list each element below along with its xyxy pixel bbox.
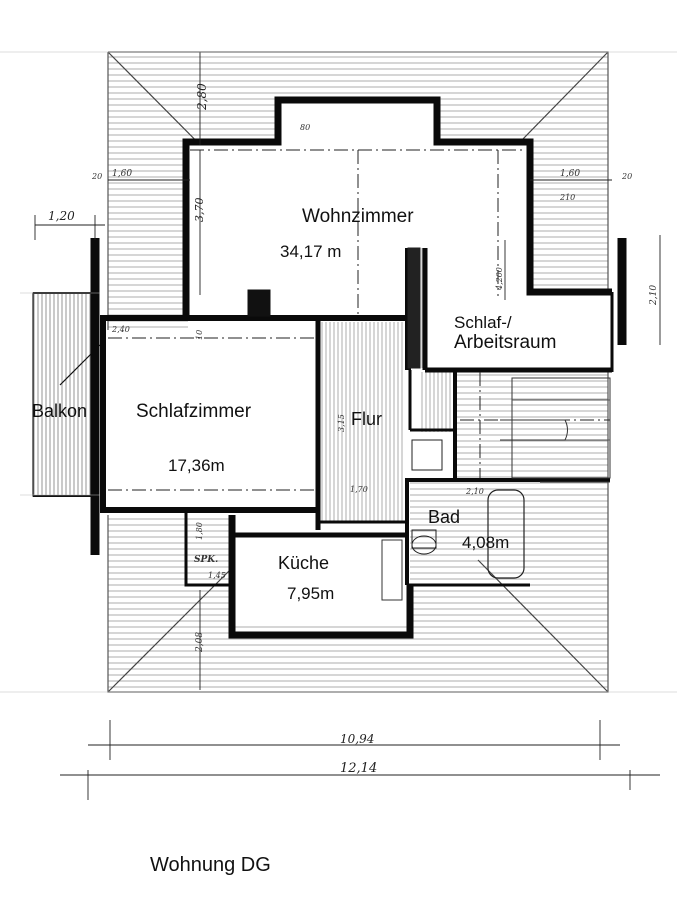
balcony bbox=[32, 292, 101, 497]
plan-caption: Wohnung DG bbox=[150, 854, 271, 876]
dim-schlaf-side: 2,40 bbox=[112, 325, 130, 334]
dim-small-20-left: 20 bbox=[92, 172, 103, 181]
dim-small-10: 10 bbox=[195, 329, 204, 340]
dim-right-width: 210 bbox=[560, 193, 576, 202]
dim-wall-2: 4,200 bbox=[495, 267, 504, 290]
dim-small-20-right: 20 bbox=[622, 172, 633, 181]
dim-kueche-side: 1,45 bbox=[208, 571, 226, 580]
area-label-schlafzimmer: 17,36m bbox=[168, 456, 225, 475]
room-label-wohnzimmer: Wohnzimmer bbox=[302, 206, 414, 227]
dim-flur-width: 1,70 bbox=[350, 485, 368, 494]
dim-balkon-depth: 1,20 bbox=[48, 209, 75, 223]
area-label-kueche: 7,95m bbox=[287, 584, 335, 603]
dimension-lines bbox=[34, 52, 661, 800]
room-label-schlafzimmer: Schlafzimmer bbox=[136, 401, 252, 422]
dim-kitchen-depth: 2,08 bbox=[195, 631, 205, 652]
dim-spk-h: 1,80 bbox=[195, 522, 204, 540]
dim-bad-h: 2,10 bbox=[466, 487, 484, 496]
dim-top-depth: 2,80 bbox=[195, 83, 209, 110]
dim-total-outer: 12,14 bbox=[340, 761, 378, 776]
room-label-kueche: Küche bbox=[278, 553, 330, 573]
dim-wohn-height: 3,70 bbox=[193, 197, 206, 223]
room-label-arbeitsraum-1: Schlaf-/ bbox=[454, 313, 512, 332]
dim-right-offset: 1,60 bbox=[560, 169, 581, 179]
room-label-arbeitsraum-2: Arbeitsraum bbox=[454, 332, 557, 353]
dim-left-offset: 1,60 bbox=[112, 169, 133, 179]
construction-lines bbox=[0, 51, 677, 693]
dim-total-inner: 10,94 bbox=[340, 732, 375, 746]
walls bbox=[90, 96, 627, 639]
dim-right-height: 2,10 bbox=[649, 284, 659, 305]
dim-wohn-mid: 80 bbox=[300, 123, 311, 132]
area-label-wohnzimmer: 34,17 m bbox=[280, 242, 342, 261]
room-label-spk: SPK. bbox=[194, 555, 219, 565]
room-label-bad: Bad bbox=[428, 507, 461, 527]
room-label-balkon: Balkon bbox=[32, 401, 88, 421]
inner-details bbox=[108, 149, 611, 601]
area-label-bad: 4,08m bbox=[462, 533, 510, 552]
dim-flur-height: 3,15 bbox=[337, 414, 346, 432]
room-label-flur: Flur bbox=[351, 409, 382, 429]
